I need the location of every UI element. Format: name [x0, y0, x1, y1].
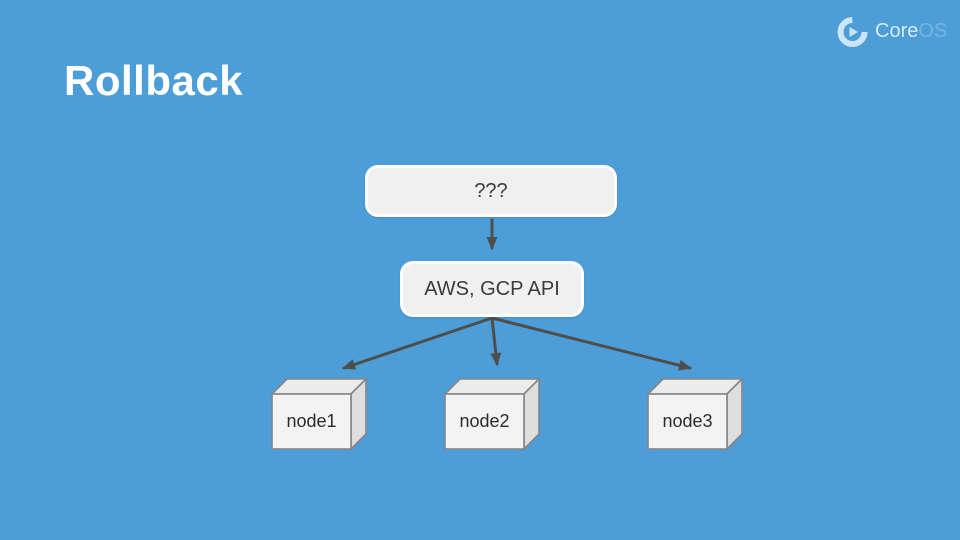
logo-text-primary: Core [875, 20, 919, 42]
page-title: Rollback [64, 57, 244, 104]
logo-text-secondary: OS [918, 20, 948, 42]
diagram-arrows [342, 218, 692, 371]
node3-label: node3 [662, 411, 713, 431]
arrow-api-to-node3 [490, 316, 692, 371]
logo-text: CoreOS [875, 20, 947, 43]
cube-node1 [270, 377, 368, 451]
arrow-api-to-node2 [490, 316, 502, 366]
mystery-box-label: ??? [474, 179, 508, 202]
api-box: AWS, GCP API [400, 261, 584, 317]
coreos-logo: CoreOS [836, 15, 947, 48]
cube-node2 [443, 377, 541, 451]
arrow-api-to-node1 [342, 316, 494, 370]
coreos-logo-icon [837, 17, 868, 47]
cube-node3 [646, 377, 744, 451]
node2-label: node2 [459, 411, 510, 431]
api-box-label: AWS, GCP API [424, 277, 560, 300]
mystery-box: ??? [365, 165, 617, 217]
node1-label: node1 [286, 411, 337, 431]
